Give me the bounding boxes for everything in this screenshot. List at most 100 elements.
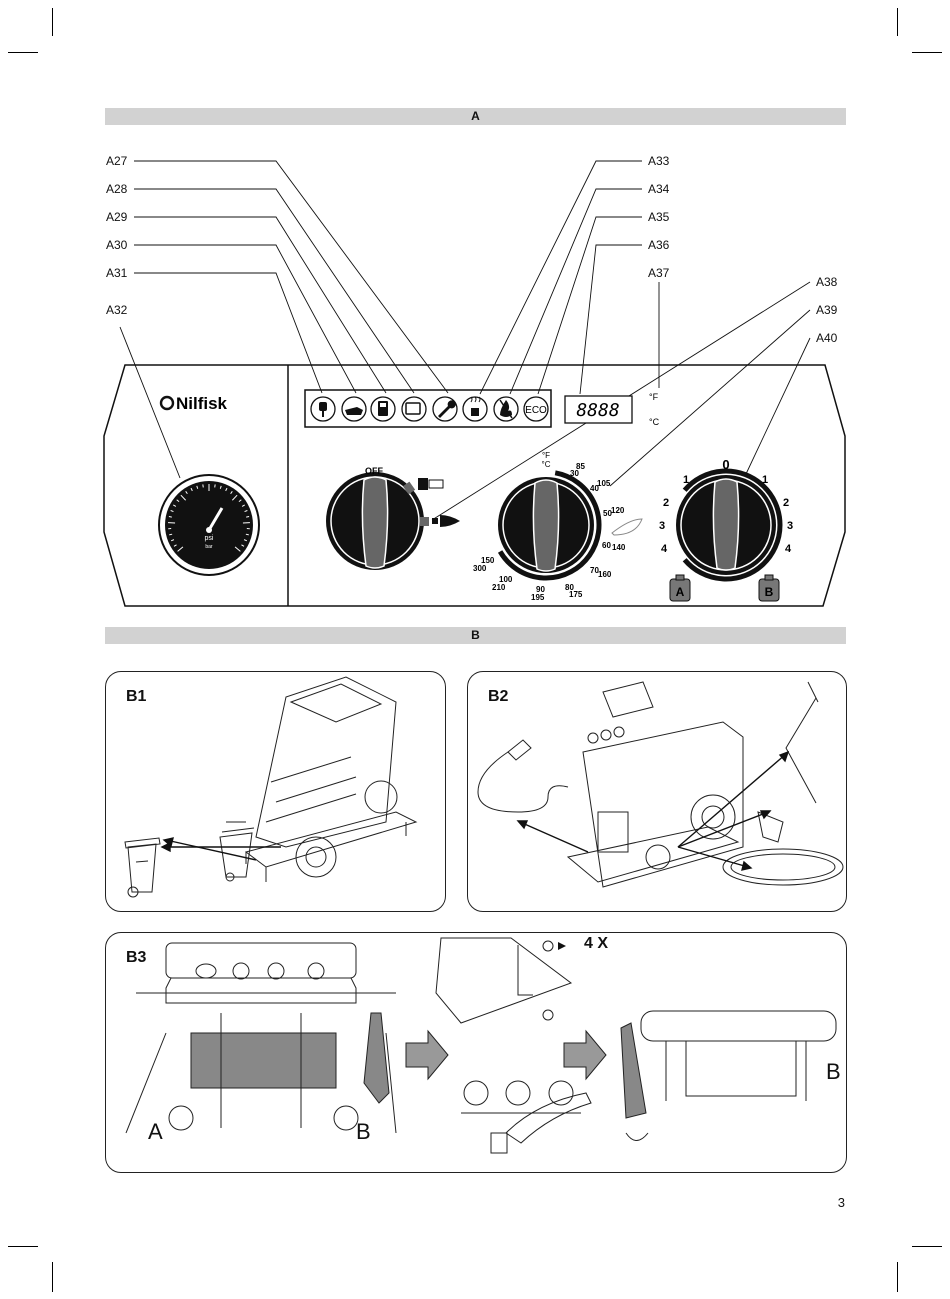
tank-a-icon: [669, 574, 691, 602]
gauge-tick: [241, 504, 245, 507]
temperature-display: [564, 395, 633, 424]
thermostat-scale-label: 85: [576, 462, 585, 471]
panel-outline: [103, 364, 846, 607]
main-switch-knob[interactable]: [326, 472, 429, 570]
callout-a31: A31: [106, 266, 128, 280]
mains-power-indicator-icon: [310, 396, 336, 422]
crop-mark: [912, 52, 942, 53]
detergent-left-1: 1: [683, 474, 689, 486]
thermostat-scale-label: 150: [481, 556, 495, 565]
figure-b2: B2: [467, 671, 847, 912]
b3-tank-b-tag-detail: B: [826, 1059, 841, 1084]
detergent-right-1: 1: [762, 474, 768, 486]
oil-level-indicator-icon: [341, 396, 367, 422]
gauge-tick: [230, 490, 233, 495]
crop-mark: [8, 1246, 38, 1247]
burner-fault-indicator-icon: [493, 396, 519, 422]
gauge-tick: [177, 546, 184, 552]
figure-b3: B3: [105, 932, 847, 1173]
gauge-tick: [180, 494, 187, 501]
gauge-tick: [234, 546, 241, 552]
thermostat-scale-label: 105: [597, 479, 611, 488]
detergent-left-4: 4: [661, 543, 668, 555]
gauge-tick: [219, 485, 222, 489]
b3-tank-a-tag: A: [148, 1119, 163, 1144]
crop-mark: [912, 1246, 942, 1247]
section-b-header: B: [105, 627, 846, 644]
high-pressure-icon: [418, 478, 444, 490]
gauge-tick: [246, 515, 250, 518]
gauge-tick: [190, 487, 193, 492]
thermostat-scale-label: 30: [570, 469, 579, 478]
callout-a39: A39: [816, 303, 838, 317]
detergent-left-3: 3: [659, 520, 665, 532]
figure-b2-label: B2: [488, 688, 509, 705]
thermostat-scale-label: 80: [565, 583, 574, 592]
eco-leaf-icon: [611, 518, 643, 536]
crop-mark: [52, 8, 53, 36]
callout-a30: A30: [106, 238, 128, 252]
crop-mark: [897, 8, 898, 36]
brand-name: Nilfisk: [176, 394, 228, 413]
callout-a36: A36: [648, 238, 670, 252]
switch-off-label: OFF: [365, 466, 383, 476]
fuel-level-indicator-icon: [370, 396, 396, 422]
thermostat-unit-f: °F: [542, 451, 550, 460]
page-number: 3: [837, 1195, 845, 1210]
gauge-tick: [185, 490, 188, 495]
gauge-tick: [173, 544, 177, 547]
detergent-right-4: 4: [785, 543, 792, 555]
eco-indicator-icon: [523, 396, 549, 422]
section-a-header: A: [105, 108, 846, 125]
gauge-tick: [170, 510, 174, 513]
detergent-right-3: 3: [787, 520, 793, 532]
callout-a27: A27: [106, 154, 128, 168]
screw-count: 4 X: [584, 935, 609, 952]
indicator-strip: [304, 389, 552, 428]
gauge-tick: [243, 539, 248, 542]
thermostat-scale-label: 195: [531, 593, 545, 602]
crop-mark: [52, 1262, 53, 1292]
gauge-tick: [244, 510, 248, 513]
figure-b1-label: B1: [126, 688, 147, 705]
callout-a34: A34: [648, 182, 670, 196]
eco-label: ECO: [525, 405, 547, 416]
b3-tank-b-tag: B: [356, 1119, 371, 1144]
tank-mounting-illustration: [125, 937, 837, 1154]
figure-b3-label: B3: [126, 949, 147, 966]
gauge-tick: [173, 504, 177, 507]
detergent-right-2: 2: [783, 497, 789, 509]
detergent-zero: 0: [722, 457, 729, 472]
gauge-tick: [225, 487, 228, 492]
tank-a-label: A: [676, 585, 685, 599]
tank-b-icon: [758, 574, 780, 602]
nilfisk-logo-icon: [159, 395, 175, 411]
callout-a38: A38: [816, 275, 838, 289]
thermostat-knob[interactable]: [497, 470, 602, 581]
callout-a32: A32: [106, 303, 128, 317]
gauge-tick: [168, 515, 172, 518]
callout-a40: A40: [816, 331, 838, 345]
steam-burner-icon: [432, 515, 460, 527]
thermostat-scale-label: 140: [612, 543, 626, 552]
thermostat-unit-c: °C: [542, 460, 551, 469]
service-indicator-icon: [432, 396, 458, 422]
unpacking-waste-illustration: [124, 676, 418, 898]
thermostat-scale-label: 120: [611, 506, 625, 515]
detergent-selector-knob[interactable]: [676, 468, 783, 582]
gauge-tick: [176, 499, 180, 502]
gauge-tick: [231, 494, 238, 501]
callout-a29: A29: [106, 210, 128, 224]
crop-mark: [8, 52, 38, 53]
callout-a33: A33: [648, 154, 670, 168]
callout-a28: A28: [106, 182, 128, 196]
gauge-unit-bar: bar: [205, 544, 213, 550]
leader-lines: [119, 160, 811, 521]
gauge-tick: [169, 533, 173, 536]
gauge-tick: [196, 485, 199, 489]
gauge-tick: [238, 499, 242, 502]
thermostat-scale-label: 40: [590, 484, 599, 493]
accessories-illustration: [477, 681, 844, 888]
figure-b1: B1: [105, 671, 446, 912]
crop-mark: [897, 1262, 898, 1292]
